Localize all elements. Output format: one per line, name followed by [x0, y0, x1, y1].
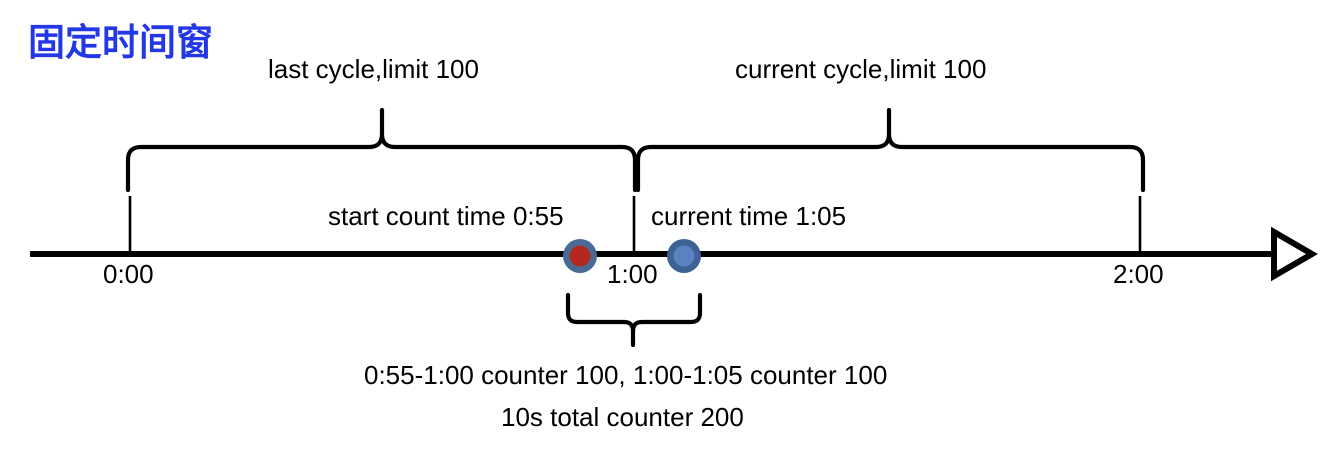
annotation-start-count-time: start count time 0:55: [328, 201, 564, 231]
annotation-current-time: current time 1:05: [651, 201, 847, 231]
brace-last-cycle: [125, 107, 638, 193]
right-arrow-open-icon: [1271, 226, 1318, 282]
current-time-marker: [673, 245, 695, 267]
footnote-total-counter: 10s total counter 200: [501, 402, 744, 432]
brace-label-last-cycle: last cycle,limit 100: [268, 54, 479, 84]
axis-tick-label-0-00: 0:00: [103, 259, 154, 289]
brace-counting-window: [565, 292, 703, 348]
page-title: 固定时间窗: [28, 22, 213, 63]
axis-tick-label-2-00: 2:00: [1113, 259, 1164, 289]
axis-tick-label-1-00: 1:00: [607, 259, 658, 289]
brace-label-current-cycle: current cycle,limit 100: [735, 54, 987, 84]
brace-current-cycle: [635, 107, 1146, 193]
start-count-marker: [569, 245, 591, 267]
footnote-counter-breakdown: 0:55-1:00 counter 100, 1:00-1:05 counter…: [364, 360, 888, 390]
